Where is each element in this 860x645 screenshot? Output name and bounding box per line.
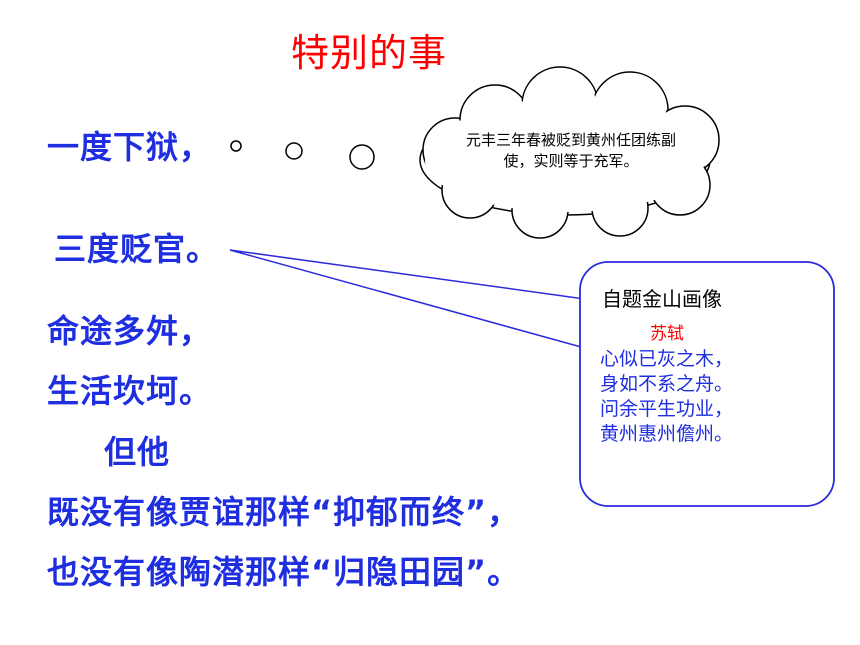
callout-poem: 心似已灰之木， 身如不系之舟。 问余平生功业， 黄州惠州儋州。 xyxy=(600,348,734,445)
thought-bubble-large xyxy=(349,144,375,170)
thought-bubble-small xyxy=(230,140,242,152)
line-fate: 命途多舛， xyxy=(47,312,213,350)
thought-bubble-medium xyxy=(285,142,303,160)
callout-title: 自题金山画像 xyxy=(602,287,722,311)
callout-pointer xyxy=(229,249,593,351)
line-imprisoned: 一度下狱， xyxy=(47,128,213,166)
line-tao-qian: 也没有像陶潜那样“归隐田园”。 xyxy=(47,553,521,591)
line-but-he: 但他 xyxy=(104,433,171,471)
line-demoted: 三度贬官。 xyxy=(54,230,220,268)
slide-title: 特别的事 xyxy=(291,31,448,75)
cloud-text: 元丰三年春被贬到黄州任团练副使，实则等于充军。 xyxy=(465,131,676,170)
callout-box xyxy=(579,261,835,507)
thought-cloud xyxy=(419,66,720,239)
line-life: 生活坎坷。 xyxy=(47,372,213,410)
callout-author: 苏轼 xyxy=(650,324,684,344)
line-jia-yi: 既没有像贾谊那样“抑郁而终”， xyxy=(47,493,521,531)
